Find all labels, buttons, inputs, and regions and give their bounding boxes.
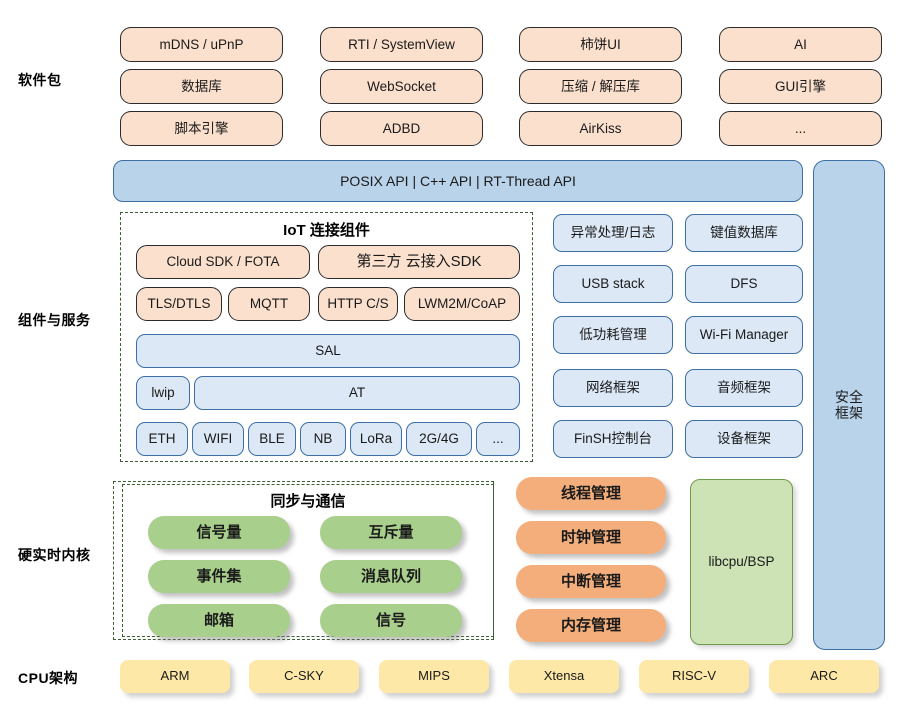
component-box[interactable]: USB stack <box>553 265 673 303</box>
component-box[interactable]: 音频框架 <box>685 369 803 407</box>
row-label-components-services: 组件与服务 <box>18 312 91 328</box>
kernel-sync-box[interactable]: 信号量 <box>148 516 290 549</box>
software-package-box[interactable]: AI <box>719 27 882 62</box>
kernel-management-box[interactable]: 时钟管理 <box>516 521 666 554</box>
kernel-management-box[interactable]: 内存管理 <box>516 609 666 642</box>
iot-link-box[interactable]: WIFI <box>192 422 244 456</box>
iot-link-box[interactable]: NB <box>300 422 346 456</box>
software-package-box[interactable]: AirKiss <box>519 111 682 146</box>
iot-lwip-box[interactable]: lwip <box>136 376 190 410</box>
software-package-box[interactable]: ... <box>719 111 882 146</box>
iot-link-box[interactable]: LoRa <box>350 422 402 456</box>
iot-link-box[interactable]: ... <box>476 422 520 456</box>
cpu-arch-box[interactable]: C-SKY <box>249 660 359 693</box>
software-package-box[interactable]: ADBD <box>320 111 483 146</box>
component-box[interactable]: 低功耗管理 <box>553 316 673 354</box>
iot-third-party-cloud-sdk-box[interactable]: 第三方 云接入SDK <box>318 245 520 279</box>
software-package-box[interactable]: WebSocket <box>320 69 483 104</box>
api-bar: POSIX API | C++ API | RT-Thread API <box>113 160 803 202</box>
row-label-hard-realtime-kernel: 硬实时内核 <box>18 547 91 563</box>
cpu-arch-box[interactable]: MIPS <box>379 660 489 693</box>
sync-comm-group-title: 同步与通信 <box>270 493 346 510</box>
iot-protocol-box[interactable]: TLS/DTLS <box>136 287 222 321</box>
cpu-arch-box[interactable]: RISC-V <box>639 660 749 693</box>
row-label-software-packages: 软件包 <box>18 72 62 88</box>
kernel-sync-box[interactable]: 信号 <box>320 604 462 637</box>
iot-protocol-box[interactable]: LWM2M/CoAP <box>404 287 520 321</box>
iot-protocol-box[interactable]: HTTP C/S <box>318 287 398 321</box>
component-box[interactable]: 键值数据库 <box>685 214 803 252</box>
iot-link-box[interactable]: 2G/4G <box>406 422 472 456</box>
iot-connect-group-region <box>120 212 533 462</box>
iot-cloud-sdk-fota-box[interactable]: Cloud SDK / FOTA <box>136 245 310 279</box>
security-framework-column: 安全 框架 <box>813 160 885 650</box>
component-box[interactable]: 设备框架 <box>685 420 803 458</box>
kernel-management-box[interactable]: 线程管理 <box>516 477 666 510</box>
kernel-sync-box[interactable]: 互斥量 <box>320 516 462 549</box>
row-label-cpu-arch: CPU架构 <box>18 670 79 686</box>
cpu-arch-box[interactable]: ARM <box>120 660 230 693</box>
component-box[interactable]: Wi-Fi Manager <box>685 316 803 354</box>
iot-link-box[interactable]: ETH <box>136 422 188 456</box>
component-box[interactable]: 网络框架 <box>553 369 673 407</box>
software-package-box[interactable]: GUI引擎 <box>719 69 882 104</box>
component-box[interactable]: 异常处理/日志 <box>553 214 673 252</box>
iot-protocol-box[interactable]: MQTT <box>228 287 310 321</box>
iot-at-box[interactable]: AT <box>194 376 520 410</box>
component-box[interactable]: DFS <box>685 265 803 303</box>
kernel-sync-box[interactable]: 消息队列 <box>320 560 462 593</box>
sync-comm-group-region <box>122 484 494 637</box>
software-package-box[interactable]: mDNS / uPnP <box>120 27 283 62</box>
security-framework-line1: 安全 <box>835 388 863 405</box>
software-package-box[interactable]: 数据库 <box>120 69 283 104</box>
kernel-sync-box[interactable]: 事件集 <box>148 560 290 593</box>
security-framework-line2: 框架 <box>835 405 863 421</box>
cpu-arch-box[interactable]: Xtensa <box>509 660 619 693</box>
iot-sal-box[interactable]: SAL <box>136 334 520 368</box>
software-package-box[interactable]: 脚本引擎 <box>120 111 283 146</box>
software-package-box[interactable]: RTI / SystemView <box>320 27 483 62</box>
software-package-box[interactable]: 柿饼UI <box>519 27 682 62</box>
cpu-arch-box[interactable]: ARC <box>769 660 879 693</box>
kernel-management-box[interactable]: 中断管理 <box>516 565 666 598</box>
component-box[interactable]: FinSH控制台 <box>553 420 673 458</box>
kernel-sync-box[interactable]: 邮箱 <box>148 604 290 637</box>
software-package-box[interactable]: 压缩 / 解压库 <box>519 69 682 104</box>
iot-link-box[interactable]: BLE <box>248 422 296 456</box>
iot-connect-group-title: IoT 连接组件 <box>283 222 370 239</box>
libcpu-bsp-box[interactable]: libcpu/BSP <box>690 479 793 645</box>
